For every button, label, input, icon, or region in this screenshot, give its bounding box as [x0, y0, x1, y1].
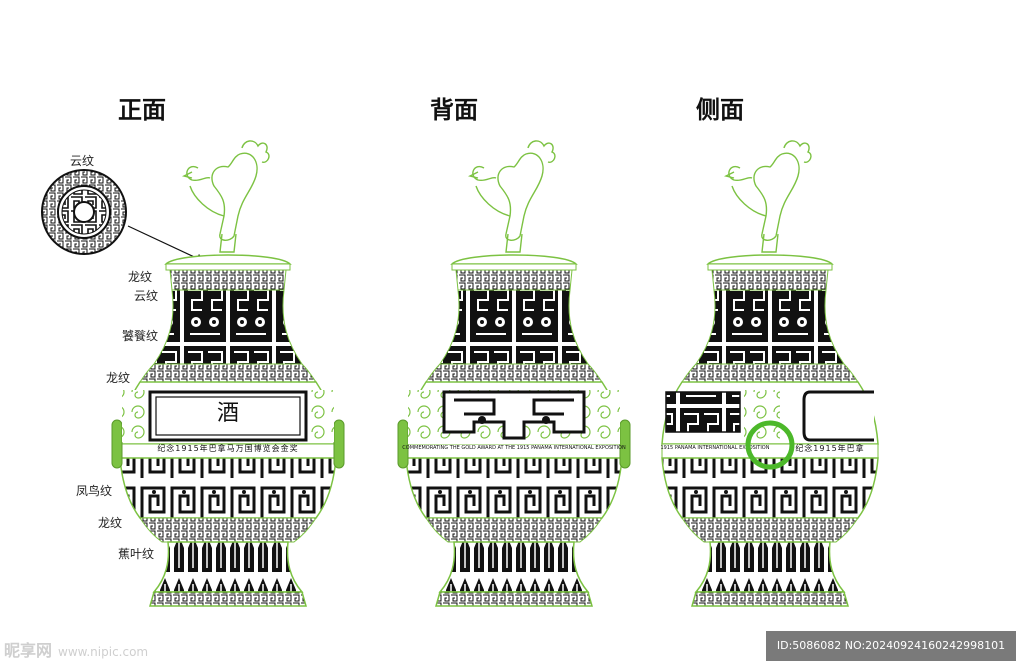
watermark-url: www.nipic.com — [58, 645, 149, 659]
back-vase — [397, 140, 631, 607]
label-cloud-pattern-top: 云纹 — [70, 154, 95, 168]
cloud-pattern-disc-icon — [41, 169, 127, 255]
watermark-logo: 昵享网 www.nipic.com — [4, 637, 148, 661]
label-phoenix-pattern: 凤鸟纹 — [76, 484, 113, 498]
front-view-title: 正面 — [118, 96, 166, 124]
front-band-text: 纪念1915年巴拿马万国博览会金奖 — [157, 443, 298, 453]
front-cartouche-text: 酒 — [217, 401, 239, 426]
image-id-bar: ID:5086082 NO:20240924160242998101 — [766, 631, 1016, 661]
watermark-logo-text: 昵享网 — [4, 641, 53, 660]
side-vase — [661, 140, 879, 607]
side-view-title: 侧面 — [696, 96, 744, 124]
front-vase — [111, 140, 345, 607]
back-view-title: 背面 — [430, 96, 478, 124]
side-handle-ring-icon — [745, 420, 795, 470]
side-band-en-text: 1915 PANAMA INTERNATIONAL EXPOSITION — [661, 445, 770, 451]
label-cloud-pattern-2: 云纹 — [134, 289, 159, 303]
label-taotie-pattern: 饕餮纹 — [122, 329, 159, 343]
label-banana-leaf-pattern: 蕉叶纹 — [118, 547, 155, 561]
label-dragon-pattern-1: 龙纹 — [128, 270, 153, 284]
side-band-cn-text: 纪念1915年巴拿 — [795, 443, 864, 453]
label-dragon-pattern-2: 龙纹 — [106, 371, 131, 385]
back-band-text: COMMEMORATING THE GOLD AWARD AT THE 1915… — [402, 445, 626, 451]
label-dragon-pattern-3: 龙纹 — [98, 516, 123, 530]
